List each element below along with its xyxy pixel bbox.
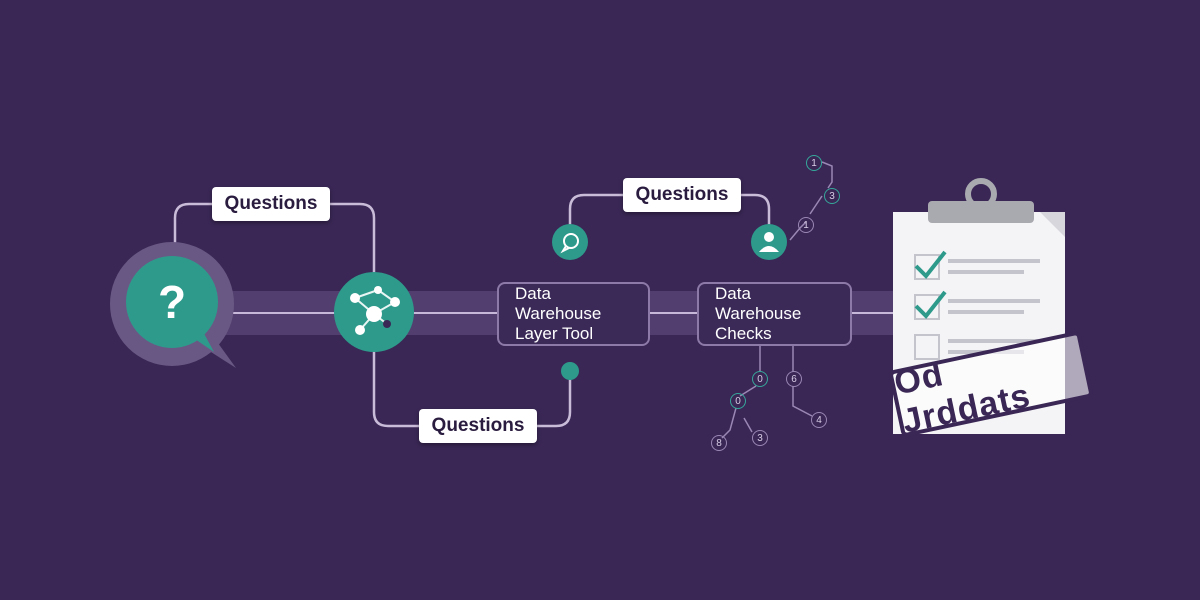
chat-bubble-icon <box>552 224 588 260</box>
number-marker: 0 <box>752 371 768 387</box>
network-graph-icon <box>334 272 414 352</box>
question-bubble-icon: ? <box>110 242 236 368</box>
checkbox-checked-1 <box>914 250 947 280</box>
connector-number-bottom <box>721 345 813 439</box>
checkbox-checked-2 <box>914 290 947 320</box>
number-marker: 4 <box>811 412 827 428</box>
connector-dot <box>561 362 579 380</box>
questions-label-top-right: Questions <box>623 178 741 212</box>
number-marker: 6 <box>786 371 802 387</box>
box-line-1: Data Warehouse <box>515 284 602 323</box>
svg-text:?: ? <box>158 276 186 328</box>
number-marker: 1 <box>806 155 822 171</box>
box-line-1: Data Warehouse <box>715 284 802 323</box>
data-warehouse-layer-tool-box: Data Warehouse Layer Tool <box>497 282 650 346</box>
number-marker: 0 <box>730 393 746 409</box>
box-line-2: Layer Tool <box>515 324 594 343</box>
number-marker: 3 <box>824 188 840 204</box>
data-warehouse-checks-box: Data Warehouse Checks <box>697 282 852 346</box>
user-icon <box>751 224 787 260</box>
number-marker: 1 <box>798 217 814 233</box>
questions-label-bottom: Questions <box>419 409 537 443</box>
number-marker: 3 <box>752 430 768 446</box>
questions-label-top-left: Questions <box>212 187 330 221</box>
box-line-2: Checks <box>715 324 772 343</box>
number-marker: 8 <box>711 435 727 451</box>
checkbox-empty <box>914 334 940 360</box>
